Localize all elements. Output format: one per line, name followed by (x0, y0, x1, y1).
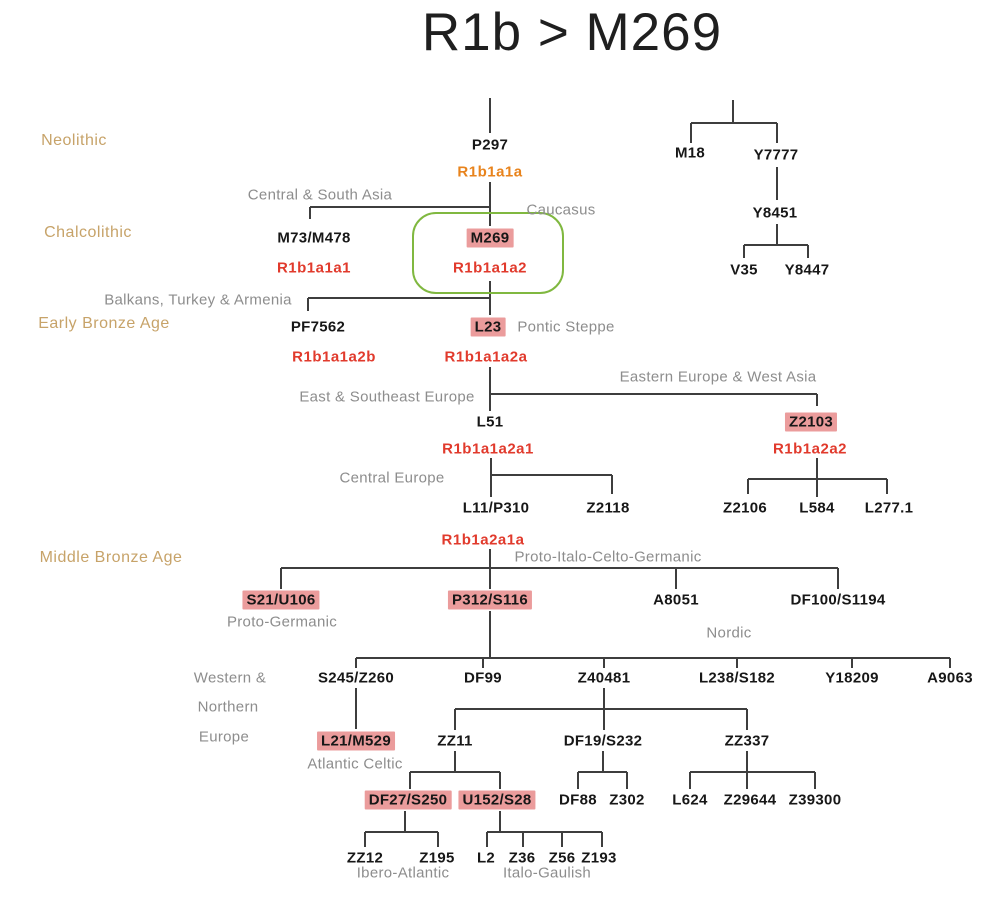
tree-node-l23: L23 (470, 317, 506, 337)
region-annotation-east-southeast-europe: East & Southeast Europe (299, 388, 475, 406)
tree-node-z36: Z36 (508, 849, 536, 867)
tree-node-y7777: Y7777 (753, 146, 799, 164)
era-label-early-bronze-age: Early Bronze Age (38, 315, 170, 332)
tree-node-df27-s250: DF27/S250 (364, 790, 452, 810)
tree-node-z39300: Z39300 (788, 791, 842, 809)
tree-node-p312-s116: P312/S116 (447, 590, 533, 610)
tree-node-zz12: ZZ12 (346, 849, 384, 867)
tree-node-df19-s232: DF19/S232 (563, 732, 643, 750)
tree-node-y18209: Y18209 (825, 669, 879, 687)
tree-node-zz11: ZZ11 (437, 732, 473, 750)
page-title: R1b > M269 (421, 3, 723, 62)
m269-highlight-box (412, 212, 564, 294)
haplogroup-label-r1b1a1a1: R1b1a1a1 (276, 259, 352, 277)
tree-node-z29644: Z29644 (723, 791, 777, 809)
region-annotation-balkans-turkey-armenia: Balkans, Turkey & Armenia (104, 291, 292, 309)
tree-node-p297: P297 (471, 136, 509, 154)
region-annotation-central-south-asia: Central & South Asia (247, 186, 393, 204)
region-annotation-western: Western & (193, 669, 267, 687)
tree-node-l238-s182: L238/S182 (698, 669, 776, 687)
region-annotation-pontic-steppe: Pontic Steppe (517, 318, 615, 336)
tree-node-l624: L624 (672, 791, 708, 809)
tree-node-df88: DF88 (559, 791, 597, 809)
region-annotation-proto-germanic: Proto-Germanic (226, 613, 338, 631)
tree-node-l11-p310: L11/P310 (462, 499, 530, 517)
region-annotation-proto-italo-celto-germanic: Proto-Italo-Celto-Germanic (514, 548, 702, 566)
haplogroup-label-r1b1a1a2: R1b1a1a2 (452, 259, 528, 277)
region-annotation-eastern-europe-west-asia: Eastern Europe & West Asia (619, 368, 817, 386)
tree-node-l21-m529: L21/M529 (317, 731, 395, 751)
region-annotation-italo-gaulish: Italo-Gaulish (502, 864, 592, 882)
tree-node-s21-u106: S21/U106 (242, 590, 320, 610)
era-label-middle-bronze-age: Middle Bronze Age (39, 549, 183, 566)
tree-node-z2118: Z2118 (586, 499, 630, 517)
region-annotation-caucasus: Caucasus (526, 201, 596, 219)
tree-node-m73-m478: M73/M478 (277, 229, 351, 247)
tree-node-z2103: Z2103 (784, 412, 838, 432)
tree-node-z2106: Z2106 (722, 499, 768, 517)
region-annotation-ibero-atlantic: Ibero-Atlantic (356, 864, 450, 882)
tree-node-a9063: A9063 (927, 669, 973, 687)
region-annotation-atlantic-celtic: Atlantic Celtic (307, 755, 403, 773)
tree-node-z40481: Z40481 (577, 669, 631, 687)
tree-node-z56: Z56 (548, 849, 576, 867)
tree-node-a8051: A8051 (653, 591, 699, 609)
tree-node-z193: Z193 (581, 849, 617, 867)
tree-node-y8451: Y8451 (752, 204, 798, 222)
haplogroup-label-r1b1a2a1a: R1b1a2a1a (441, 531, 525, 549)
tree-node-m269: M269 (466, 228, 514, 248)
region-annotation-central-europe: Central Europe (339, 469, 445, 487)
tree-node-l2: L2 (476, 849, 496, 867)
tree-node-v35: V35 (730, 261, 758, 279)
region-annotation-europe: Europe (198, 728, 250, 746)
tree-node-s245-z260: S245/Z260 (317, 669, 395, 687)
tree-node-df100-s1194: DF100/S1194 (790, 591, 886, 609)
haplogroup-label-r1b1a1a: R1b1a1a (457, 163, 523, 181)
tree-node-l51: L51 (476, 413, 504, 431)
tree-node-df99: DF99 (464, 669, 502, 687)
haplogroup-label-r1b1a1a2a1: R1b1a1a2a1 (442, 440, 534, 458)
era-label-neolithic: Neolithic (41, 132, 107, 149)
tree-node-l584: L584 (799, 499, 835, 517)
region-annotation-northern: Northern (197, 698, 259, 716)
tree-node-z195: Z195 (419, 849, 455, 867)
tree-node-l277-1: L277.1 (864, 499, 914, 517)
haplogroup-label-r1b1a1a2b: R1b1a1a2b (292, 348, 376, 366)
tree-node-zz337: ZZ337 (724, 732, 770, 750)
tree-node-u152-s28: U152/S28 (458, 790, 536, 810)
haplogroup-label-r1b1a1a2a: R1b1a1a2a (444, 348, 528, 366)
tree-node-m18: M18 (674, 144, 706, 162)
tree-node-y8447: Y8447 (784, 261, 830, 279)
haplogroup-label-r1b1a2a2: R1b1a2a2 (772, 440, 848, 458)
tree-node-pf7562: PF7562 (290, 318, 346, 336)
tree-node-z302: Z302 (609, 791, 645, 809)
region-annotation-nordic: Nordic (706, 624, 752, 642)
era-label-chalcolithic: Chalcolithic (44, 224, 132, 241)
